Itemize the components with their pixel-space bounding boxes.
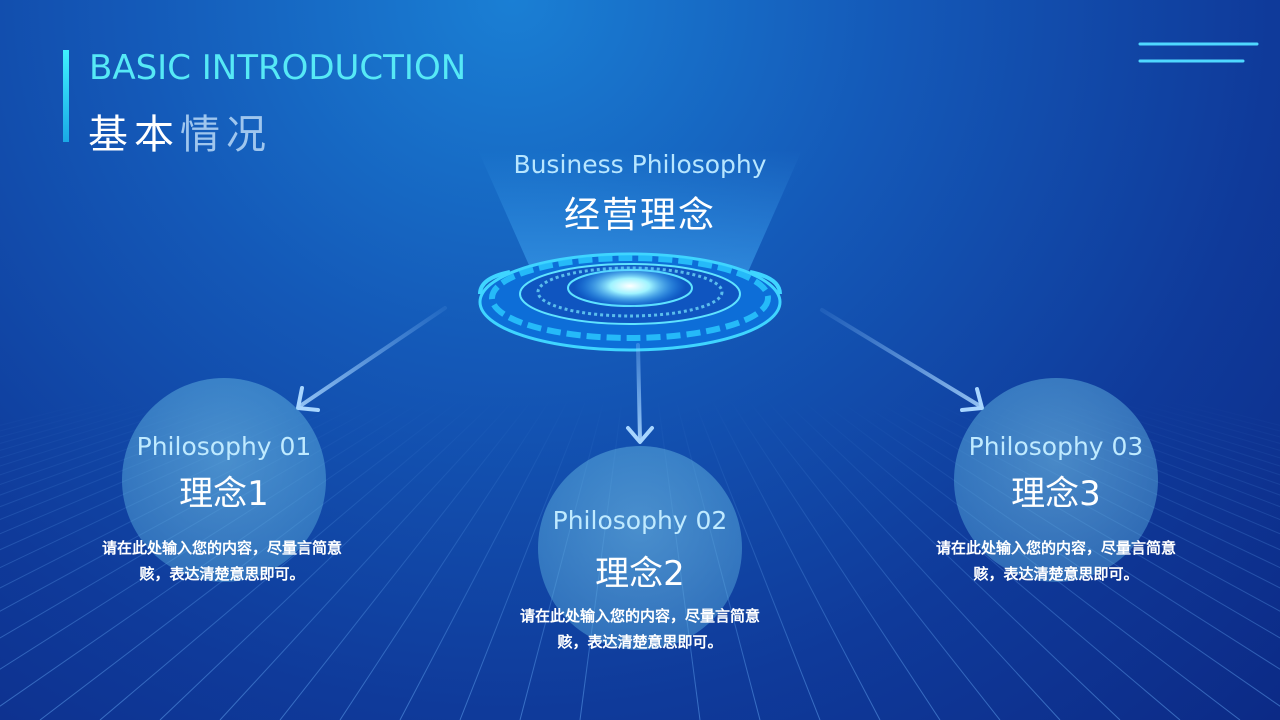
arrow-left xyxy=(296,306,447,412)
node-2-desc-line-1: 请在此处输入您的内容，尽量言简意 xyxy=(519,607,760,625)
arrow-middle xyxy=(626,343,654,444)
arrow-right xyxy=(820,308,984,412)
philosophy-circle-2 xyxy=(538,446,742,650)
title-accent-bar xyxy=(63,50,69,142)
node-2-title-en: Philosophy 02 xyxy=(552,506,728,535)
light-beam xyxy=(478,150,802,290)
node-1-title-cn: 理念1 xyxy=(179,474,269,514)
node-1-description: 请在此处输入您的内容，尽量言简意 赅，表达清楚意思即可。 xyxy=(72,535,372,587)
node-1-desc-line-1: 请在此处输入您的内容，尽量言简意 xyxy=(101,539,342,557)
page-title-en: BASIC INTRODUCTION xyxy=(89,48,467,88)
node-3-desc-line-2: 赅，表达清楚意思即可。 xyxy=(973,565,1139,583)
node-1-desc-line-2: 赅，表达清楚意思即可。 xyxy=(139,565,305,583)
page-title-cn-dim: 情况 xyxy=(180,112,272,158)
philosophy-circle-1 xyxy=(122,378,326,582)
node-2-title-cn: 理念2 xyxy=(595,554,685,594)
node-2-desc-line-2: 赅，表达清楚意思即可。 xyxy=(557,633,723,651)
philosophy-circle-3 xyxy=(954,378,1158,582)
decorative-lines xyxy=(1138,42,1259,63)
node-3-title-cn: 理念3 xyxy=(1011,474,1101,514)
page-title-cn: 基本情况 xyxy=(88,102,272,160)
page-title-cn-main: 基本 xyxy=(88,112,180,158)
node-3-title-en: Philosophy 03 xyxy=(968,432,1144,461)
glowing-core-platform xyxy=(478,252,782,352)
node-2-description: 请在此处输入您的内容，尽量言简意 赅，表达清楚意思即可。 xyxy=(490,603,790,655)
node-3-description: 请在此处输入您的内容，尽量言简意 赅，表达清楚意思即可。 xyxy=(906,535,1206,587)
center-title-en: Business Philosophy xyxy=(513,150,767,179)
center-title-cn: 经营理念 xyxy=(563,195,716,236)
node-1-title-en: Philosophy 01 xyxy=(136,432,312,461)
node-3-desc-line-1: 请在此处输入您的内容，尽量言简意 xyxy=(935,539,1176,557)
